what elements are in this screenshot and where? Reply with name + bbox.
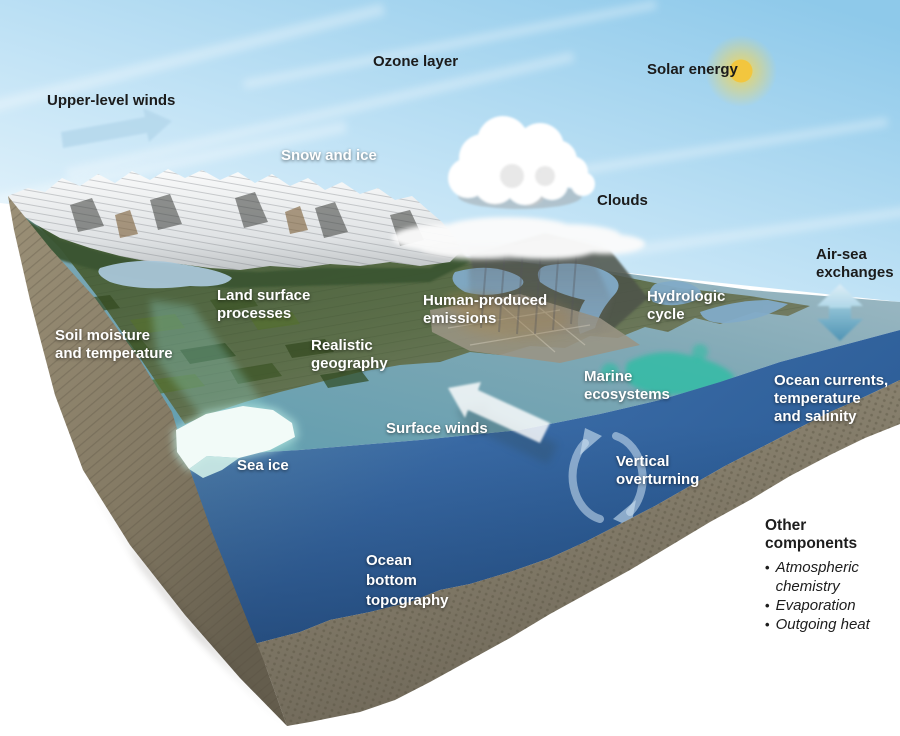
list-item: • Outgoing heat [765, 616, 870, 633]
label-soil-moisture: Soil moisture and temperature [55, 327, 173, 362]
label-clouds: Clouds [597, 192, 648, 209]
bullet-icon: • [765, 617, 770, 632]
label-air-sea-exchanges: Air-sea exchanges [816, 246, 894, 281]
surface-winds-arrow-icon [448, 382, 558, 464]
sea-ice-floe [172, 404, 299, 478]
label-hydrologic-cycle: Hydrologic cycle [647, 288, 726, 323]
upper-level-winds-arrow-icon [61, 108, 172, 148]
other-components-list: Other components • Atmospheric chemistry… [765, 517, 900, 634]
list-item: • Evaporation [765, 597, 856, 614]
bullet-icon: • [765, 560, 770, 575]
label-surface-winds: Surface winds [386, 420, 488, 437]
label-marine-ecosystems: Marine ecosystems [584, 368, 670, 403]
soil-cliff-face [8, 196, 287, 726]
list-item: • Atmospheric chemistry [765, 559, 859, 595]
label-land-surface-processes: Land surface processes [217, 287, 311, 322]
label-ocean-currents: Ocean currents, temperature and salinity [774, 372, 889, 425]
bare-rock-patches [115, 206, 308, 238]
ocean-front-face [182, 330, 900, 645]
label-solar-energy: Solar energy [647, 61, 738, 78]
label-snow-and-ice: Snow and ice [281, 147, 377, 164]
label-ozone-layer: Ozone layer [373, 53, 459, 70]
air-sea-exchange-arrow-icon [817, 284, 863, 341]
rain-shaft [468, 242, 612, 340]
other-components-title: Other components [765, 517, 858, 552]
sun-icon [705, 35, 777, 107]
label-human-produced-emissions: Human-produced emissions [423, 292, 548, 327]
marine-ecosystem-patches [601, 344, 735, 395]
label-realistic-geography: Realistic geography [311, 337, 388, 372]
stratus-cloud-icon [392, 217, 645, 261]
label-upper-level-winds: Upper-level winds [47, 92, 176, 109]
label-ocean-bottom-topography: Ocean bottom topography [366, 552, 449, 609]
label-sea-ice: Sea ice [237, 457, 289, 474]
bullet-icon: • [765, 598, 770, 613]
ocean-bottom-sediment [250, 380, 900, 726]
lake [98, 260, 232, 289]
cumulus-cloud-icon [448, 116, 595, 209]
label-vertical-overturning: Vertical overturning [616, 453, 700, 488]
